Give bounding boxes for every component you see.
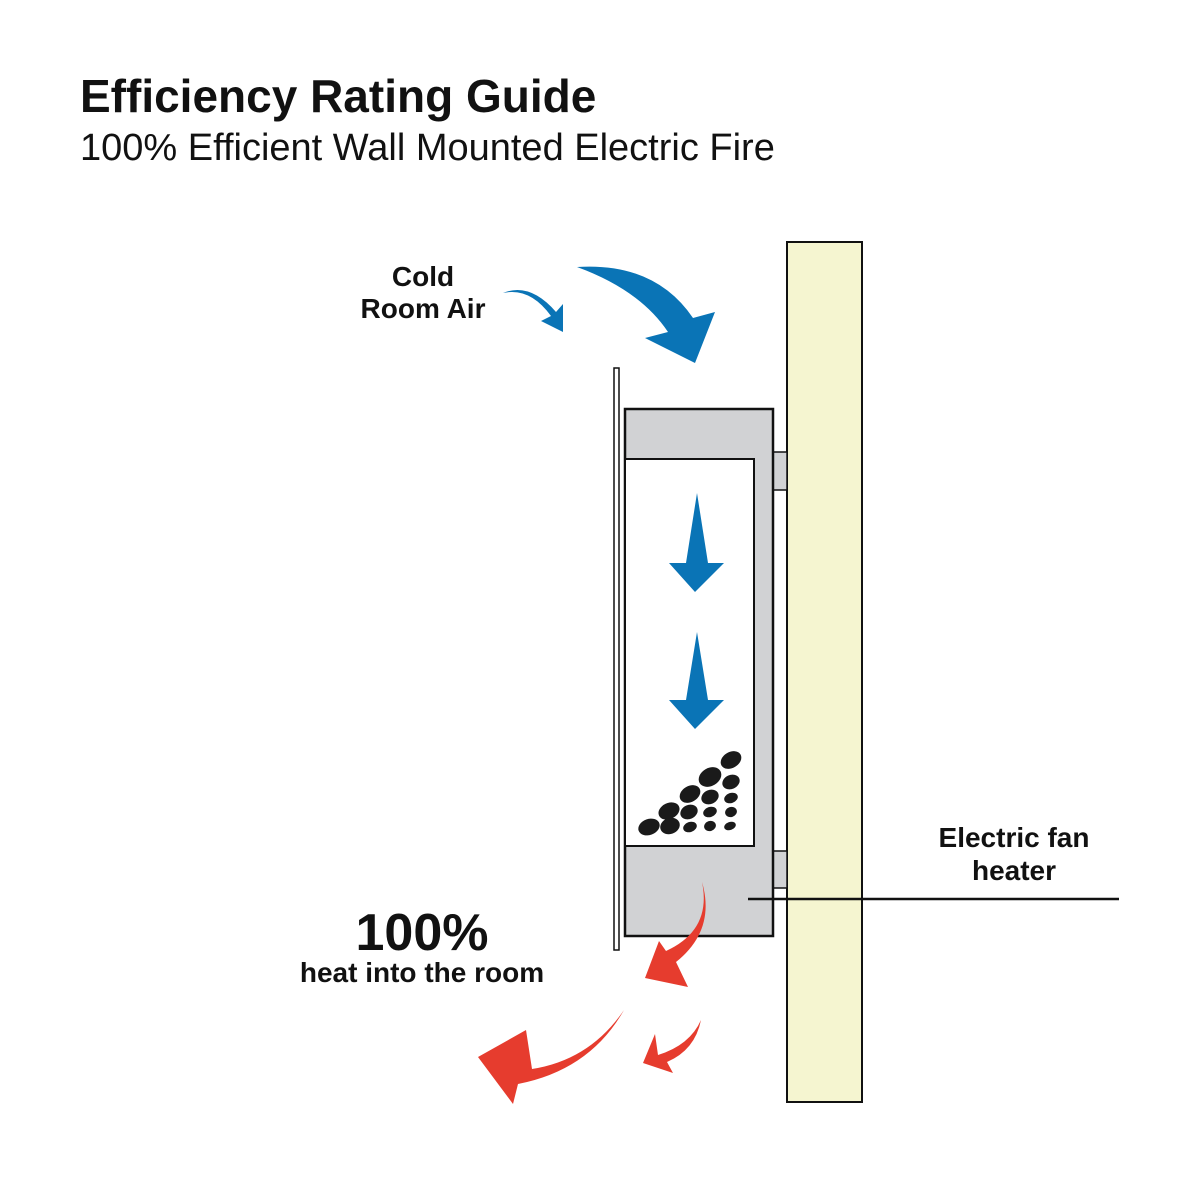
down-arrow-1-icon	[669, 493, 724, 592]
cold-air-label-line2: Room Air	[361, 293, 486, 324]
efficiency-percent: 100%	[356, 904, 489, 962]
wall	[786, 241, 863, 1103]
cold-air-arrow-small-icon	[503, 290, 563, 332]
fuel-bed-rocks-icon	[638, 751, 742, 836]
page-subtitle: 100% Efficient Wall Mounted Electric Fir…	[80, 127, 775, 169]
heat-arrow-1-icon	[645, 882, 706, 987]
heat-arrow-3-icon	[643, 1020, 701, 1073]
heat-label: heat into the room	[300, 957, 544, 988]
cold-air-arrow-large-icon	[577, 266, 715, 363]
heater-label-line2: heater	[972, 855, 1056, 886]
heater-label-line1: Electric fan	[939, 822, 1090, 853]
wall-bracket-bottom	[772, 850, 788, 889]
glass-panel	[613, 367, 620, 951]
heat-arrow-2-icon	[478, 1010, 624, 1104]
cold-air-label-line1: Cold	[392, 261, 454, 292]
down-arrow-2-icon	[669, 632, 724, 729]
wall-bracket-top	[772, 451, 788, 491]
page-title: Efficiency Rating Guide	[80, 70, 596, 122]
